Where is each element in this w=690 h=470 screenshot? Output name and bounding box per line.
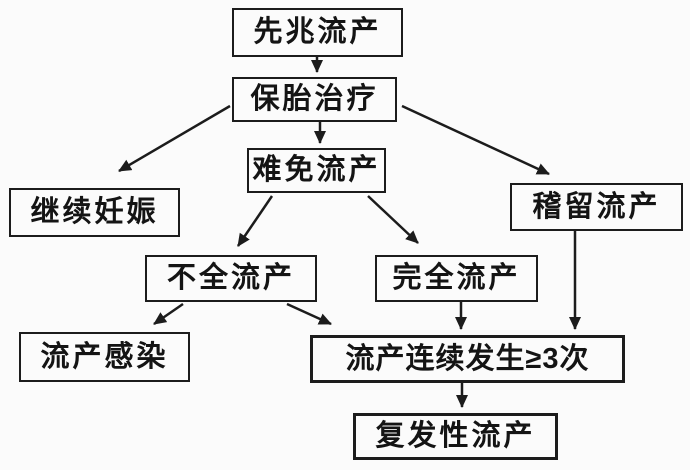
node-missed-abortion: 稽留流产 (510, 183, 683, 231)
node-consecutive-3-or-more: 流产连续发生≥3次 (310, 335, 625, 383)
edge-inevitable-to-incomplete (236, 195, 274, 247)
node-complete-abortion: 完全流产 (375, 255, 538, 302)
edge-tocolysis-to-missed (401, 104, 550, 176)
edge-incomplete-to-infection (153, 302, 184, 326)
node-recurrent-abortion: 复发性流产 (353, 413, 558, 460)
node-threatened-abortion: 先兆流产 (232, 8, 403, 57)
edge-incomplete-to-consecutive (286, 302, 332, 326)
node-inevitable-abortion: 难免流产 (247, 148, 386, 193)
edge-inevitable-to-complete (367, 195, 419, 244)
edge-tocolysis-to-continued (118, 104, 231, 173)
node-incomplete-abortion: 不全流产 (145, 255, 317, 302)
node-tocolysis-treatment: 保胎治疗 (232, 77, 397, 122)
node-abortion-infection: 流产感染 (19, 332, 190, 382)
node-continued-pregnancy: 继续妊娠 (9, 188, 180, 237)
